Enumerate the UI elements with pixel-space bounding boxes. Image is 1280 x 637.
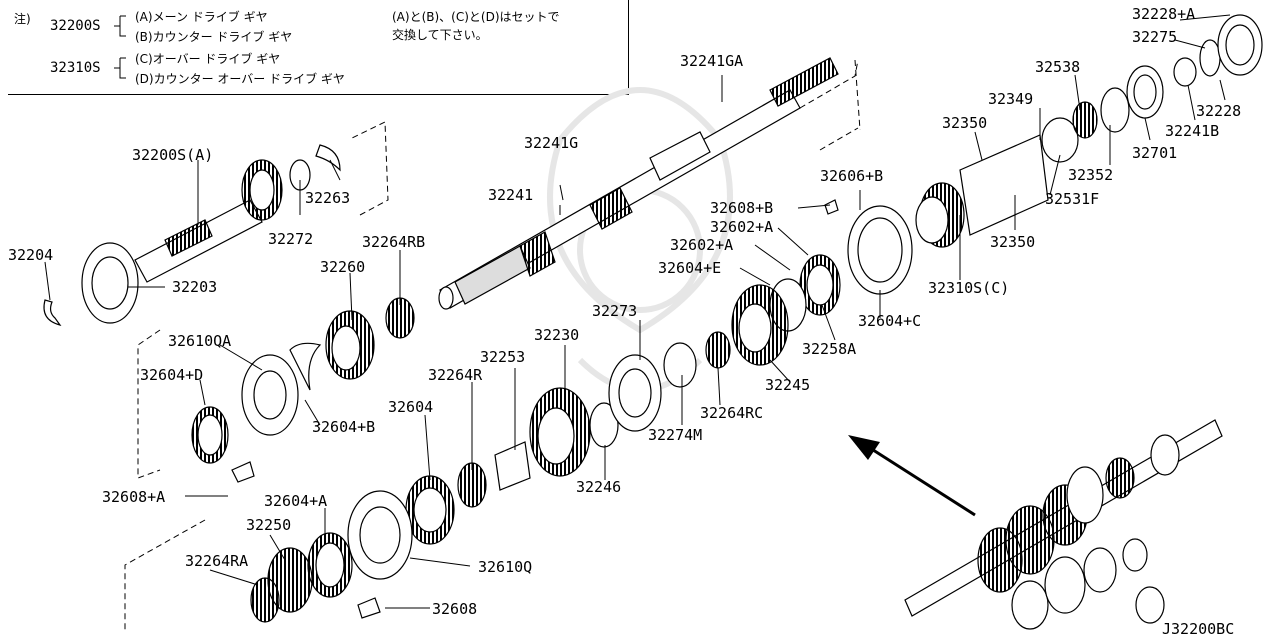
assembly-arrow [848,435,976,517]
note-line-a: (A)メーン ドライブ ギヤ [135,10,268,24]
overdrive-gear-group [731,14,1263,366]
label-32241g: 32241G [524,134,578,152]
label-32264r: 32264R [428,366,483,384]
left-dash-boxes [124,329,206,630]
label-32228a: 32228+A [1132,5,1195,23]
callout-labels: 32228+A 32275 32538 32228 32349 32241B 3… [8,5,1241,637]
label-32610qa: 32610QA [168,332,231,350]
note-line-c: (C)オーバー ドライブ ギヤ [135,52,281,66]
label-32602a-2: 32602+A [670,236,733,254]
note-code-32310s: 32310S [50,60,101,76]
label-32200sa: 32200S(A) [132,146,213,164]
label-32604d: 32604+D [140,366,203,384]
label-32250: 32250 [246,516,291,534]
label-32349: 32349 [988,90,1033,108]
label-32246: 32246 [576,478,621,496]
label-32273: 32273 [592,302,637,320]
main-drive-gear [43,144,341,326]
counter-gear-cluster [191,297,731,623]
label-32264ra: 32264RA [185,552,248,570]
label-32610q: 32610Q [478,558,532,576]
note-marker: 注) [14,12,31,26]
label-32274m: 32274M [648,426,702,444]
shaft-dash-box [799,59,861,151]
drive-dash-box [351,121,389,216]
label-32241ga: 32241GA [680,52,743,70]
label-32602a-1: 32602+A [710,218,773,236]
label-32264rb: 32264RB [362,233,425,251]
label-32608b: 32608+B [710,199,773,217]
label-32253: 32253 [480,348,525,366]
label-32272: 32272 [268,230,313,248]
label-32604: 32604 [388,398,433,416]
label-32263: 32263 [305,189,350,207]
label-32228: 32228 [1196,102,1241,120]
label-32352: 32352 [1068,166,1113,184]
note-line-b: (B)カウンター ドライブ ギヤ [135,30,293,44]
label-32203: 32203 [172,278,217,296]
label-32204: 32204 [8,246,53,264]
assembled-shaft [904,419,1223,630]
label-32701: 32701 [1132,144,1177,162]
label-32531f: 32531F [1045,190,1099,208]
note-brackets [114,15,126,79]
label-32350-top: 32350 [942,114,987,132]
leader-lines [44,14,1231,609]
note-line-d: (D)カウンター オーバー ドライブ ギヤ [135,72,345,86]
label-32604c: 32604+C [858,312,921,330]
label-32241: 32241 [488,186,533,204]
main-shaft [438,57,839,310]
note-set-1: (A)と(B)、(C)と(D)はセットで [392,10,560,24]
label-32608: 32608 [432,600,477,618]
note-box: 注) 32200S (A)メーン ドライブ ギヤ (B)カウンター ドライブ ギ… [8,0,629,95]
note-code-32200s: 32200S [50,18,101,34]
label-32606b: 32606+B [820,167,883,185]
label-32230: 32230 [534,326,579,344]
diagram-code: J32200BC [1162,620,1234,637]
label-32604e: 32604+E [658,259,721,277]
label-32245: 32245 [765,376,810,394]
label-32264rc: 32264RC [700,404,763,422]
label-32604a: 32604+A [264,492,327,510]
note-set-2: 交換して下さい。 [392,28,488,42]
label-32608a: 32608+A [102,488,165,506]
label-32310sc: 32310S(C) [928,279,1009,297]
label-32260: 32260 [320,258,365,276]
label-32275: 32275 [1132,28,1177,46]
label-32258a: 32258A [802,340,856,358]
label-32604b: 32604+B [312,418,375,436]
label-32538: 32538 [1035,58,1080,76]
label-32241b: 32241B [1165,122,1219,140]
label-32350-bottom: 32350 [990,233,1035,251]
